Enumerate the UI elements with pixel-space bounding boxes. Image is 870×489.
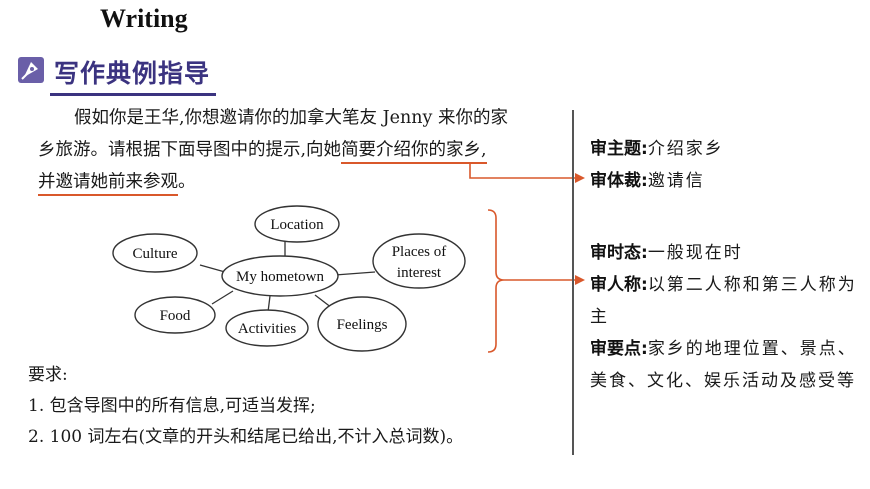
- prompt-line-3-end: 。: [178, 172, 196, 192]
- person-value: 以第二人称和第三人称为主: [590, 275, 857, 327]
- tense-value: 一般现在时: [647, 243, 743, 263]
- theme-value: 介绍家乡: [647, 139, 724, 159]
- underlined-theme: 简要介绍你的家乡,: [341, 140, 487, 164]
- mindmap-center-node: [221, 255, 339, 297]
- mindmap-location-label: Location: [270, 217, 324, 233]
- theme-label: 审主题:: [590, 139, 648, 159]
- analysis-panel: 审主题:介绍家乡 审体裁:邀请信 审时态:一般现在时 审人称:以第二人称和第三人…: [590, 133, 860, 397]
- requirement-item-1: 1. 包含导图中的所有信息,可适当发挥;: [28, 396, 316, 416]
- mindmap-node-activities: [225, 309, 309, 347]
- analysis-tense: 审时态:一般现在时: [590, 237, 860, 269]
- person-label: 审人称:: [590, 275, 648, 295]
- page-heading: Writing: [100, 4, 188, 33]
- pen-nib-icon: [18, 57, 44, 83]
- writing-prompt: 假如你是王华,你想邀请你的加拿大笔友 Jenny 来你的家 乡旅游。请根据下面导…: [38, 102, 568, 198]
- analysis-theme: 审主题:介绍家乡: [590, 133, 860, 165]
- mindmap-center-label: My hometown: [236, 269, 324, 285]
- section-title: 写作典例指导: [50, 52, 217, 96]
- points-label: 审要点:: [590, 339, 648, 359]
- mindmap-node-places: [372, 233, 466, 289]
- tense-label: 审时态:: [590, 243, 648, 263]
- mindmap-culture-label: Culture: [133, 246, 178, 262]
- underlined-genre: 并邀请她前来参观: [38, 172, 178, 196]
- mindmap-places-label-2: interest: [397, 265, 442, 281]
- mindmap-food-label: Food: [160, 308, 191, 324]
- requirements: 要求: 1. 包含导图中的所有信息,可适当发挥; 2. 100 词左右(文章的开…: [28, 360, 568, 453]
- mindmap-node-location: [254, 205, 340, 243]
- requirements-title: 要求:: [28, 365, 68, 385]
- requirement-item-2: 2. 100 词左右(文章的开头和结尾已给出,不计入总词数)。: [28, 427, 464, 447]
- mindmap-node-culture: [112, 233, 198, 273]
- analysis-person: 审人称:以第二人称和第三人称为主: [590, 269, 860, 333]
- prompt-line-2: 乡旅游。请根据下面导图中的提示,向她简要介绍你的家乡,: [38, 134, 568, 166]
- genre-label: 审体裁:: [590, 171, 648, 191]
- mindmap-feelings-label: Feelings: [337, 317, 388, 333]
- points-value: 家乡的地理位置、景点、美食、文化、娱乐活动及感受等: [590, 339, 857, 391]
- column-divider: [572, 110, 574, 455]
- mind-map: My hometown Location Culture Places of i…: [112, 205, 466, 352]
- prompt-line-1: 假如你是王华,你想邀请你的加拿大笔友 Jenny 来你的家: [74, 108, 508, 128]
- genre-value: 邀请信: [647, 171, 705, 191]
- mindmap-node-food: [134, 296, 216, 334]
- analysis-points: 审要点:家乡的地理位置、景点、美食、文化、娱乐活动及感受等: [590, 333, 860, 397]
- mindmap-node-feelings: [317, 296, 407, 352]
- analysis-genre: 审体裁:邀请信: [590, 165, 860, 197]
- mindmap-places-label-1: Places of: [392, 244, 447, 260]
- mindmap-activities-label: Activities: [238, 321, 296, 337]
- prompt-line-3: 并邀请她前来参观。: [38, 166, 568, 198]
- prompt-line-2-text: 乡旅游。请根据下面导图中的提示,向她: [38, 140, 342, 160]
